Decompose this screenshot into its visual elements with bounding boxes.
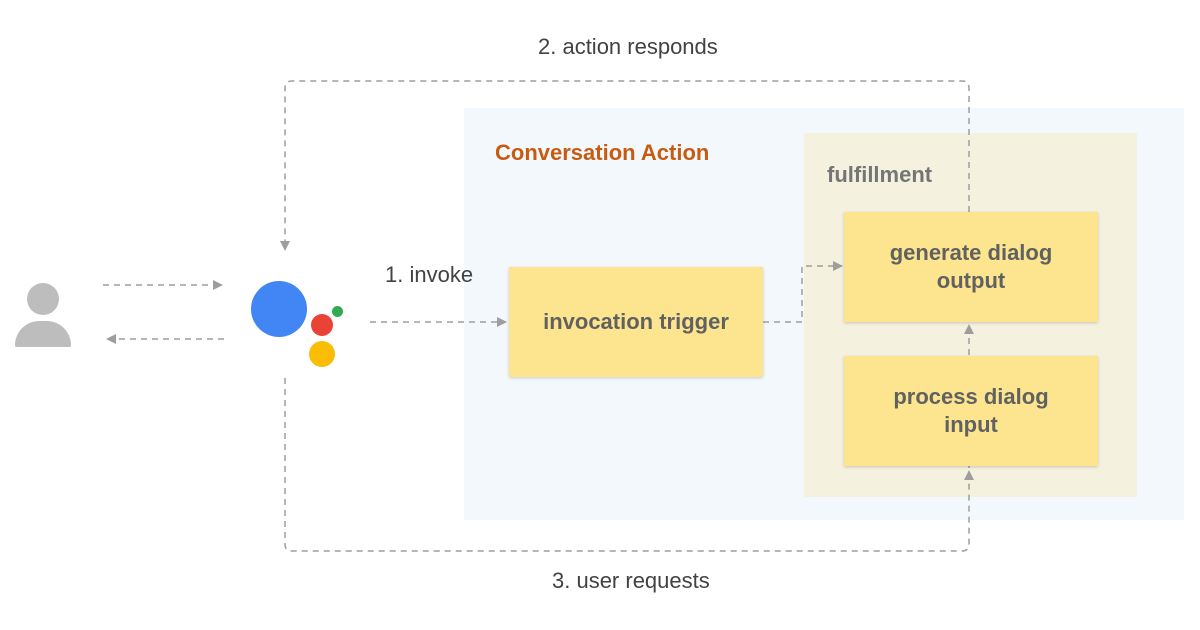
assistant-red-dot bbox=[311, 314, 333, 336]
invocation-trigger-label: invocation trigger bbox=[543, 309, 729, 334]
assistant-yellow-dot bbox=[309, 341, 335, 367]
generate-dialog-output-box: generate dialog output bbox=[844, 212, 1098, 322]
process-dialog-input-label: process dialog input bbox=[893, 384, 1049, 437]
fulfillment-title: fulfillment bbox=[827, 162, 933, 187]
user-requests-arrow bbox=[284, 378, 974, 552]
assistant-blue-dot bbox=[251, 281, 307, 337]
generate-dialog-output-label: generate dialog output bbox=[889, 240, 1053, 293]
trigger-to-generate-arrow bbox=[763, 261, 843, 323]
assistant-green-dot bbox=[332, 306, 343, 317]
invoke-label: 1. invoke bbox=[385, 262, 474, 287]
action-responds-label: 2. action responds bbox=[538, 34, 718, 59]
user-head bbox=[27, 283, 59, 315]
invocation-trigger-box: invocation trigger bbox=[509, 267, 763, 377]
user-body bbox=[15, 321, 71, 347]
conversation-action-title: Conversation Action bbox=[495, 140, 710, 165]
user-requests-label: 3. user requests bbox=[552, 568, 710, 593]
action-responds-arrow bbox=[280, 80, 970, 251]
process-dialog-input-box: process dialog input bbox=[844, 356, 1098, 466]
